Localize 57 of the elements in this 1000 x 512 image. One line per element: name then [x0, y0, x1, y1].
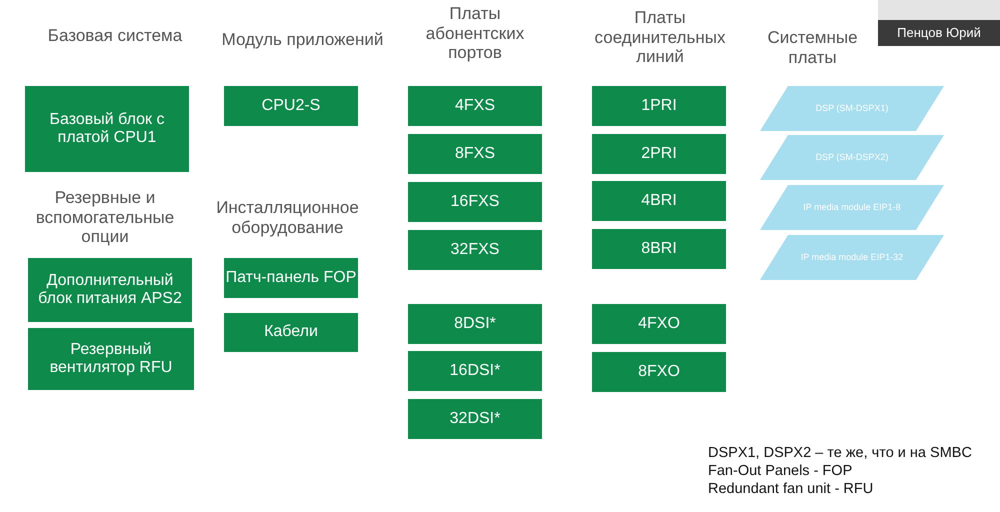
board-box [224, 313, 358, 352]
board-box [28, 258, 192, 322]
column-heading: Платы абонентских портов [424, 4, 526, 63]
board-parallelogram [760, 235, 944, 280]
board-label: 32DSI* [450, 410, 500, 428]
column-heading: Платы соединительных линий [594, 8, 726, 67]
board-box [408, 134, 542, 174]
note-text: DSPX1, DSPX2 – те же, что и на SMBC [708, 445, 972, 461]
board-box [224, 86, 358, 126]
board-box [408, 230, 542, 270]
board-label: Базовый блок с платой CPU1 [48, 110, 166, 148]
board-box [592, 304, 726, 344]
board-label: Кабели [264, 323, 318, 342]
board-parallelogram [760, 86, 944, 131]
board-label: Дополнительный блок питания APS2 [37, 272, 183, 308]
board-box [592, 134, 726, 174]
column-heading: Системные платы [766, 28, 859, 68]
board-label: 8FXS [454, 144, 495, 164]
board-box [592, 229, 726, 269]
board-box [408, 304, 542, 344]
board-label: IP media module EIP1-32 [800, 252, 904, 264]
board-label: DSP (SM-DSPX2) [814, 152, 890, 164]
column-heading: Базовая система [46, 26, 184, 46]
board-box [28, 328, 194, 390]
board-label: 8DSI* [454, 314, 496, 334]
board-label: 16FXS [450, 192, 500, 212]
board-label: CPU2-S [262, 96, 320, 116]
board-label: IP media module EIP1-8 [802, 202, 902, 214]
board-box [592, 181, 726, 221]
board-box [408, 399, 542, 439]
board-label: Патч-панель FOP [226, 268, 356, 288]
board-box [592, 86, 726, 126]
note-text: Redundant fan unit - RFU [708, 481, 874, 497]
board-label: Резервный вентилятор RFU [48, 340, 174, 378]
board-label: 8FXO [638, 362, 680, 382]
board-box [224, 258, 358, 298]
board-box [25, 86, 189, 172]
note-text: Fan-Out Panels - FOP [708, 463, 852, 479]
column-heading: Инсталляционное оборудование [215, 198, 360, 238]
participant-name: Пенцов Юрий [878, 20, 1000, 46]
board-label: 4BRI [641, 192, 677, 210]
board-parallelogram [760, 135, 944, 180]
board-label: 1PRI [641, 96, 677, 116]
board-box [408, 351, 542, 391]
board-label: 16DSI* [450, 362, 500, 380]
board-label: 8BRI [641, 240, 677, 258]
board-label: 4FXO [638, 314, 680, 334]
board-parallelogram [760, 185, 944, 230]
column-heading: Резервные и вспомогательные опции [34, 188, 176, 247]
board-label: 32FXS [450, 240, 500, 260]
column-heading: Модуль приложений [220, 30, 384, 50]
board-label: DSP (SM-DSPX1) [814, 102, 890, 114]
board-label: 2PRI [641, 144, 677, 164]
board-box [408, 86, 542, 126]
board-label: 4FXS [454, 96, 495, 116]
board-box [592, 352, 726, 392]
board-box [408, 182, 542, 222]
